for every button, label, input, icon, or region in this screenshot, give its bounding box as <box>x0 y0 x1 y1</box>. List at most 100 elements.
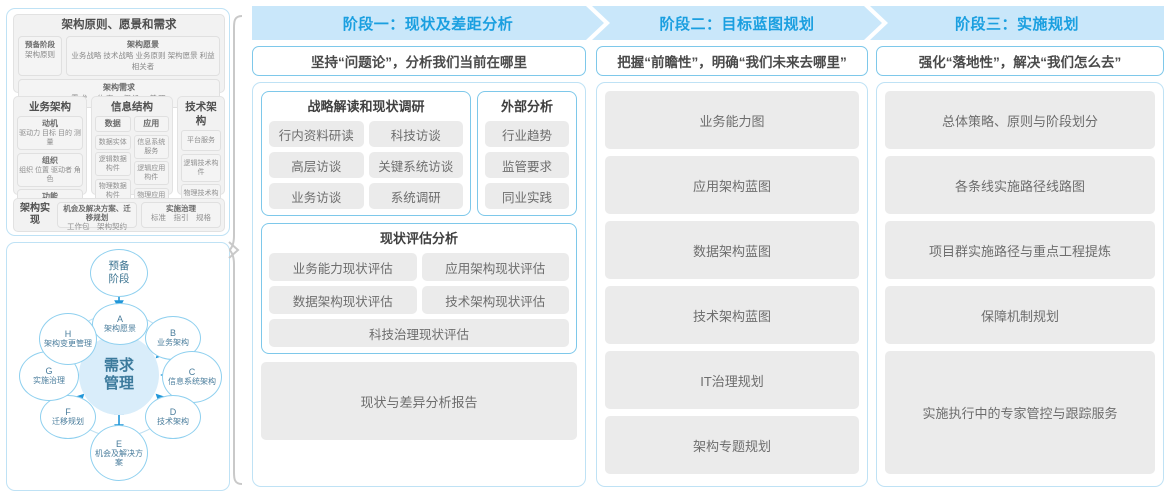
adm-node-e[interactable]: E 机会及解决方案 <box>90 425 148 481</box>
business-architecture-title: 业务架构 <box>29 101 71 113</box>
phase-1-top-row: 战略解读和现状调研 行内资料研读 科技访谈 高层访谈 关键系统访谈 <box>261 91 577 216</box>
phase-2-body: 业务能力图 应用架构蓝图 数据架构蓝图 技术架构蓝图 IT治理规划 架构专题规划 <box>596 82 868 487</box>
architecture-realization-group: 架构实现 机会及解决方案、迁移规划 工作包 架构契约 实施治理 标准 指引 规格 <box>13 198 225 232</box>
adm-node-label: 技术架构 <box>157 417 189 427</box>
list-item[interactable]: 总体策略、原则与阶段划分 <box>885 91 1155 149</box>
architecture-principles-vision-requirements-group: 架构原则、愿景和需求 预备阶段 架构原则 架构愿景 业务战略 技术战略 业务原则… <box>13 14 225 108</box>
opportunities-migration-cell: 机会及解决方案、迁移规划 工作包 架构契约 <box>57 202 137 231</box>
phase-1-banner[interactable]: 坚持“问题论”，分析我们当前在哪里 <box>252 46 586 76</box>
phase-header-2-label: 阶段二：目标蓝图规划 <box>659 15 815 33</box>
adm-node-letter: B <box>169 328 176 339</box>
list-item[interactable]: 科技治理现状评估 <box>269 319 569 347</box>
list-item[interactable]: 各条线实施路径线路图 <box>885 156 1155 214</box>
gap-analysis-report-item[interactable]: 现状与差异分析报告 <box>261 362 577 440</box>
implementation-governance-cell: 实施治理 标准 指引 规格 <box>141 202 221 228</box>
adm-node-h[interactable]: H 架构变更管理 <box>39 313 97 365</box>
list-item[interactable]: 技术架构现状评估 <box>421 286 569 314</box>
technology-architecture-group: 技术架构 平台服务 逻辑技术构件 物理技术构件 <box>177 96 225 212</box>
phase-header-1[interactable]: 阶段一：现状及差距分析 <box>252 6 604 40</box>
list-item[interactable]: 同业实践 <box>485 183 569 209</box>
adm-node-label: 迁移规划 <box>52 417 84 427</box>
adm-node-letter: C <box>188 367 196 378</box>
architecture-vision-cell: 架构愿景 业务战略 技术战略 业务原则 架构愿景 利益相关者 <box>66 36 220 76</box>
architecture-vision-items: 业务战略 技术战略 业务原则 架构愿景 利益相关者 <box>71 51 215 71</box>
application-item: 信息系统服务 <box>133 134 169 159</box>
adm-node-label: 架构愿景 <box>104 324 136 334</box>
implementation-governance-items: 标准 指引 规格 <box>151 213 211 222</box>
list-item[interactable]: 系统调研 <box>368 183 463 209</box>
adm-node-letter: H <box>64 329 72 340</box>
left-column: 架构原则、愿景和需求 预备阶段 架构原则 架构愿景 业务战略 技术战略 业务原则… <box>6 8 230 491</box>
data-item: 数据实体 <box>95 134 131 150</box>
technology-item: 逻辑技术构件 <box>181 153 221 182</box>
phase-header-3-label: 阶段三：实施规划 <box>954 15 1079 33</box>
external-analysis-title: 外部分析 <box>500 99 553 114</box>
organization-items: 组织 位置 驱动者 角色 <box>19 166 81 183</box>
architecture-requirements-title: 架构需求 <box>103 83 135 92</box>
phase-2-banner[interactable]: 把握“前瞻性”，明确“我们未来去哪里” <box>596 46 868 76</box>
phase-headers-row: 阶段一：现状及差距分析 阶段二：目标蓝图规划 阶段三：实施规划 <box>252 6 1164 40</box>
motivation-items: 驱动力 目标 目的 测量 <box>19 130 81 146</box>
current-state-assessment-title: 现状评估分析 <box>379 231 458 246</box>
list-item[interactable]: 业务访谈 <box>269 183 364 209</box>
list-item[interactable]: 实施执行中的专家管控与跟踪服务 <box>885 351 1155 474</box>
adm-node-letter: E <box>115 438 122 449</box>
adm-node-label: 机会及解决方案 <box>95 448 143 468</box>
list-item[interactable]: 行内资料研读 <box>269 121 364 147</box>
motivation-cell: 动机 驱动力 目标 目的 测量 <box>17 116 83 150</box>
list-item[interactable]: IT治理规划 <box>605 351 859 409</box>
list-item[interactable]: 监管要求 <box>485 152 569 178</box>
phase-header-2[interactable]: 阶段二：目标蓝图规划 <box>592 6 882 40</box>
list-item[interactable]: 项目群实施路径与重点工程提炼 <box>885 221 1155 279</box>
opportunities-migration-title: 机会及解决方案、迁移规划 <box>63 204 131 222</box>
list-item[interactable]: 行业趋势 <box>485 121 569 147</box>
list-item[interactable]: 技术架构蓝图 <box>605 286 859 344</box>
data-item: 逻辑数据构件 <box>95 152 131 176</box>
adm-node-f[interactable]: F 迁移规划 <box>40 395 96 439</box>
adm-center-label: 管理 <box>103 375 134 392</box>
list-item[interactable]: 架构专题规划 <box>605 416 859 474</box>
pill-row: 业务能力现状评估 应用架构现状评估 <box>269 253 569 281</box>
organization-title: 组织 <box>42 155 58 165</box>
list-item[interactable]: 关键系统访谈 <box>368 152 463 178</box>
opportunities-migration-items: 工作包 架构契约 <box>67 222 127 231</box>
business-architecture-group: 业务架构 动机 驱动力 目标 目的 测量 组织 组织 位置 驱动者 角色 功能 … <box>13 96 87 214</box>
architecture-domains-row: 业务架构 动机 驱动力 目标 目的 测量 组织 组织 位置 驱动者 角色 功能 … <box>13 96 225 214</box>
pill-row: 业务访谈 系统调研 <box>269 183 463 209</box>
external-analysis-list: 行业趋势 监管要求 同业实践 <box>485 121 569 209</box>
phase-3-banner[interactable]: 强化“落地性”，解决“我们怎么去” <box>876 46 1164 76</box>
adm-node-d[interactable]: D 技术架构 <box>145 395 201 439</box>
list-item[interactable]: 科技访谈 <box>368 121 463 147</box>
list-item[interactable]: 保障机制规划 <box>885 286 1155 344</box>
adm-node-preliminary[interactable]: 预备 阶段 <box>90 249 148 297</box>
adm-node-label: 业务架构 <box>157 338 189 348</box>
list-item[interactable]: 高层访谈 <box>269 152 364 178</box>
pill-row: 行内资料研读 科技访谈 <box>269 121 463 147</box>
adm-cycle-panel: 预备 阶段 需求 管理 A 架构愿景 B 业务架构 C 信息系统架构 <box>6 242 230 491</box>
adm-node-label: 架构变更管理 <box>44 339 92 349</box>
adm-node-a[interactable]: A 架构愿景 <box>92 303 148 345</box>
information-structure-group: 信息结构 数据 数据实体 逻辑数据构件 物理数据构件 应用 信息系统服务 逻辑应… <box>91 96 173 212</box>
list-item[interactable]: 应用架构蓝图 <box>605 156 859 214</box>
adm-node-c[interactable]: C 信息系统架构 <box>162 351 222 403</box>
phase-1-body: 战略解读和现状调研 行内资料研读 科技访谈 高层访谈 关键系统访谈 <box>252 82 586 487</box>
list-item[interactable]: 业务能力图 <box>605 91 859 149</box>
motivation-title: 动机 <box>42 119 58 128</box>
strategy-survey-title: 战略解读和现状调研 <box>307 99 425 114</box>
phase-header-3[interactable]: 阶段三：实施规划 <box>870 6 1164 40</box>
information-structure-title: 信息结构 <box>111 101 153 113</box>
list-item[interactable]: 业务能力现状评估 <box>269 253 417 281</box>
preliminary-phase-title: 预备阶段 <box>25 40 55 49</box>
list-item[interactable]: 数据架构现状评估 <box>269 286 417 314</box>
list-item[interactable]: 应用架构现状评估 <box>421 253 569 281</box>
adm-node-letter: G <box>45 366 53 377</box>
data-title: 数据 <box>95 116 131 132</box>
brace-connector-icon <box>228 15 243 485</box>
technology-item: 平台服务 <box>181 130 221 151</box>
list-item[interactable]: 数据架构蓝图 <box>605 221 859 279</box>
architecture-vision-title: 架构愿景 <box>127 40 159 49</box>
phases-area: 阶段一：现状及差距分析 阶段二：目标蓝图规划 阶段三：实施规划 坚持“问题论”，… <box>252 6 1164 493</box>
application-item: 逻辑应用构件 <box>133 161 169 185</box>
current-state-assessment-card: 现状评估分析 业务能力现状评估 应用架构现状评估 数据架构现状评估 技术架构现状… <box>261 223 577 354</box>
